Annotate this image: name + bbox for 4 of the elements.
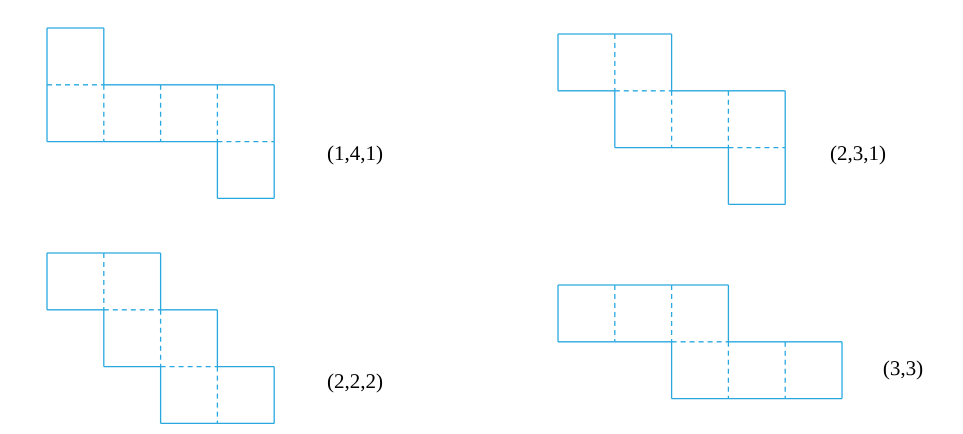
net-label: (3,3) — [884, 360, 922, 380]
net-label: (1,4,1) — [328, 145, 382, 165]
net-label: (2,2,2) — [328, 373, 382, 393]
net-label: (2,3,1) — [830, 145, 886, 165]
